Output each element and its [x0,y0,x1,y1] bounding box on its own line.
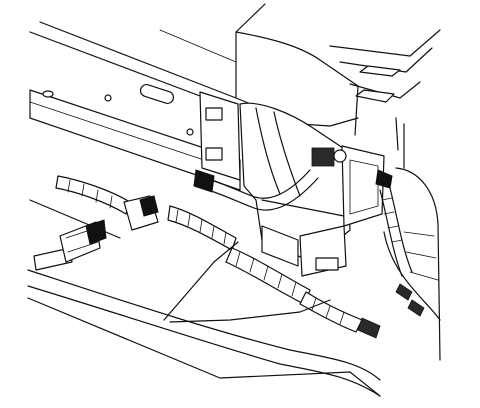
bracket-square-hole-lower [205,147,223,161]
mounting-bracket [199,91,241,181]
socket-ring [333,149,347,163]
rail-hole-1 [42,90,54,98]
lamp-socket-connector [311,145,393,227]
cowl-panel-right [329,29,441,169]
junction-housing [239,102,351,277]
housing-lower-box [261,225,299,267]
tire-tread-block-2 [407,299,425,317]
harness-connector-latch [139,195,159,217]
main-harness-conduit [167,205,381,339]
floor-panel [27,199,381,397]
harness-end-connector [357,317,381,339]
socket-body [311,147,335,167]
wheelwell-harness [379,187,413,277]
rail-hole-3 [186,128,194,136]
rail-hole-2 [104,94,112,102]
wheel-tire [383,167,441,361]
bracket-square-hole-upper [205,107,223,121]
panel-slot-lower [355,89,395,103]
tire-tread-block-1 [395,283,413,301]
panel-slot-upper [359,65,401,77]
branch-grommet [193,169,215,193]
left-harness [55,175,159,231]
inner-fender-panel [29,3,359,136]
rail-slot-oval [139,84,175,104]
socket-harness-branch [193,169,319,211]
push-pin-head [85,219,107,245]
housing-tab-slot [315,257,339,271]
